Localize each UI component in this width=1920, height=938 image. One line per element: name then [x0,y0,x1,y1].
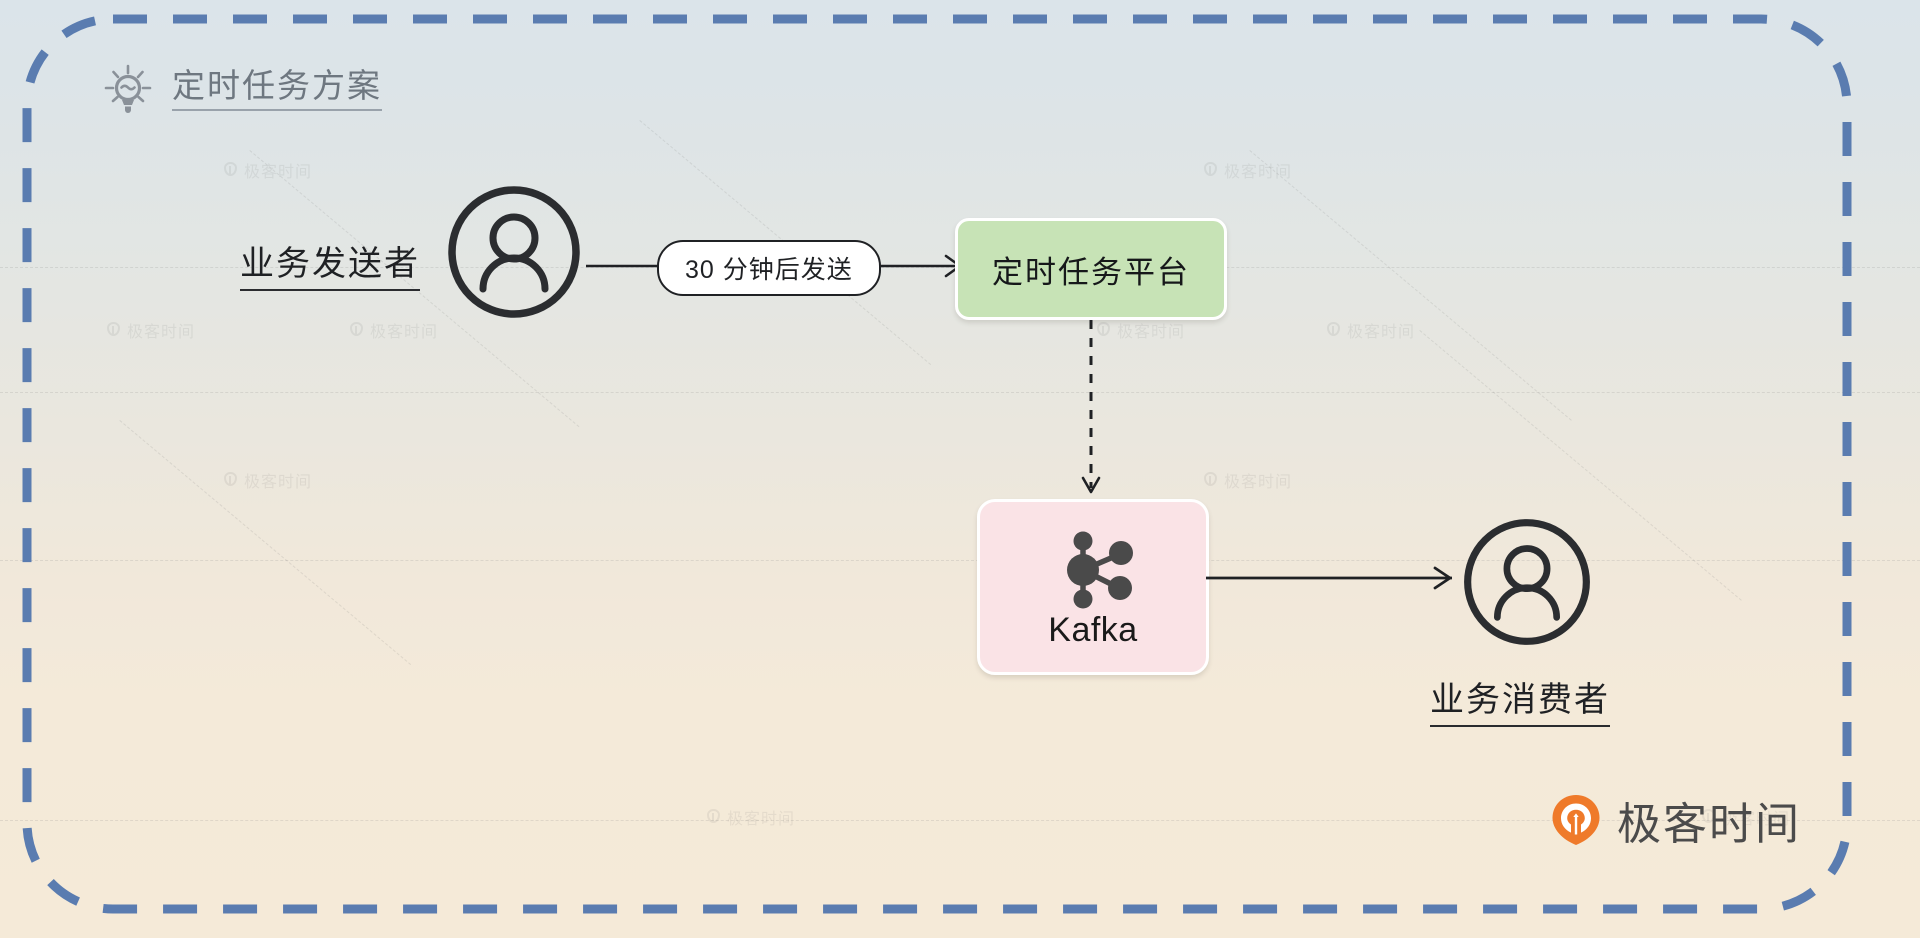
delay-label-pill: 30 分钟后发送 [657,240,881,296]
watermark-label: 极客时间 [1224,162,1293,181]
sender-user-circle-icon [448,186,580,318]
watermark-label: 极客时间 [727,809,796,828]
guide-line [119,420,412,666]
consumer-label: 业务消费者 [1430,672,1610,727]
watermark-mark [348,321,365,339]
diagram-title: 定时任务方案 [100,62,382,118]
watermark-label: 极客时间 [1117,322,1186,341]
title-label: 定时任务方案 [172,68,382,111]
diagram-frame-border [22,14,1852,914]
geektime-logo: 极客时间 [1549,788,1801,852]
watermark-mark [222,161,239,179]
watermark-label: 极客时间 [244,162,313,181]
watermark-label: 极客时间 [1224,472,1293,491]
sender-label: 业务发送者 [240,236,420,291]
watermark-mark [705,808,722,826]
watermark-label: 极客时间 [244,472,313,491]
guide-line [0,560,1920,561]
watermark-mark [1202,471,1219,489]
watermark-mark [105,321,122,339]
watermark-label: 极客时间 [127,322,196,341]
watermark-mark [1325,321,1342,339]
geektime-logo-mark-icon [1552,795,1600,845]
watermark-label: 极客时间 [370,322,439,341]
connector-kafka-to-consumer [1206,566,1452,590]
guide-line [1249,150,1572,421]
watermark-mark [222,471,239,489]
scheduler-platform-label: 定时任务平台 [992,254,1190,290]
scheduler-platform-node[interactable]: 定时任务平台 [955,218,1227,320]
geektime-logo-text: 极客时间 [1617,799,1801,850]
guide-line [0,392,1920,393]
kafka-node[interactable]: Kafka [977,499,1209,675]
consumer-user-circle-icon [1464,519,1590,645]
kafka-label: Kafka [1048,610,1138,649]
watermark-label: 极客时间 [1347,322,1416,341]
kafka-node-graph-icon [1067,531,1133,608]
lightbulb-icon [104,64,152,113]
connector-scheduler-to-kafka [1081,320,1101,494]
watermark-mark [1202,161,1219,179]
